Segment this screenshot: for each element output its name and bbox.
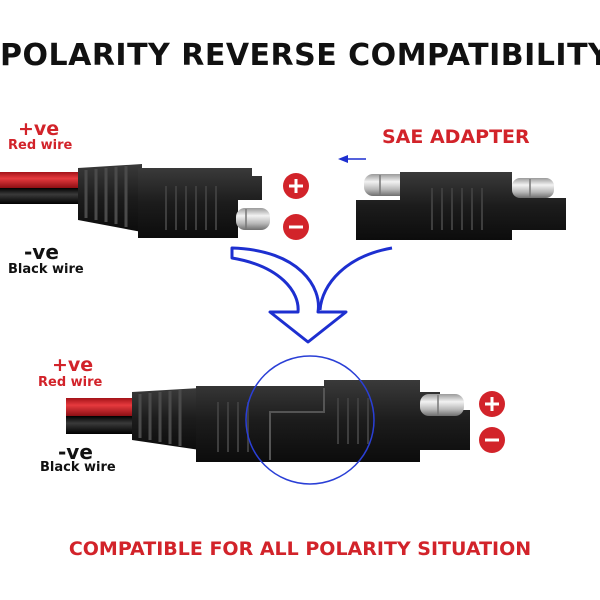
plus-badge-icon <box>479 391 505 417</box>
bottom-black-wire-label: Black wire <box>40 460 116 475</box>
top-black-wire-label: Black wire <box>8 262 84 277</box>
bottom-red-wire-label: Red wire <box>38 375 103 390</box>
bottom-metal-pin <box>420 394 464 416</box>
top-metal-pin <box>236 208 270 230</box>
top-negative-label: -ve <box>24 240 59 264</box>
top-red-wire <box>0 172 90 188</box>
bottom-cable <box>66 355 470 485</box>
top-cable <box>0 164 270 238</box>
bottom-black-wire <box>66 416 146 434</box>
compatibility-footer: COMPATIBLE FOR ALL POLARITY SITUATION <box>68 538 532 560</box>
top-red-wire-label: Red wire <box>8 138 73 153</box>
arrow-down-icon <box>230 246 393 344</box>
bottom-negative-label: -ve <box>58 440 93 464</box>
minus-badge-icon <box>283 214 309 240</box>
minus-badge-icon <box>479 427 505 453</box>
bottom-positive-label: +ve <box>52 354 94 376</box>
top-positive-label: +ve <box>18 118 60 140</box>
sae-adapter <box>356 172 566 240</box>
plus-badge-icon <box>283 173 309 199</box>
sae-adapter-label: SAE ADAPTER <box>382 126 530 148</box>
arrow-left-icon <box>338 155 366 163</box>
bottom-red-wire <box>66 398 146 416</box>
joint-highlight-circle <box>245 355 375 485</box>
page-title: POLARITY REVERSE COMPATIBILITY <box>0 38 600 73</box>
top-black-wire <box>0 188 90 204</box>
